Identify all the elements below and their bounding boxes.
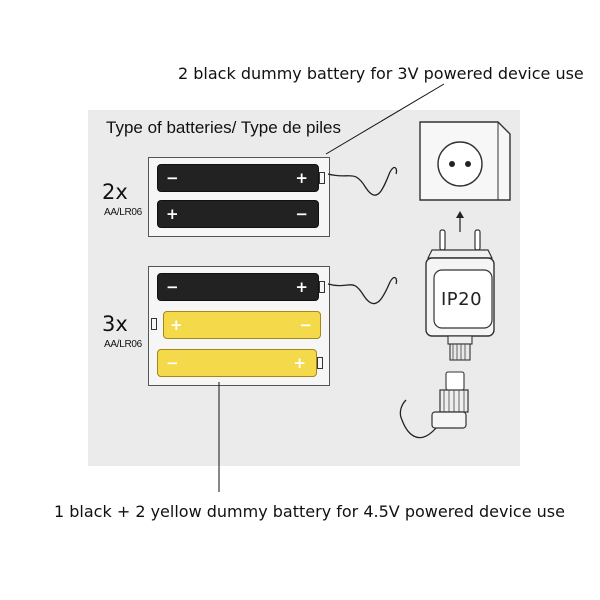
battery-contact	[317, 357, 323, 369]
battery-terminal-minus: −	[295, 205, 308, 223]
battery-contact	[151, 318, 157, 330]
battery-black-1: − +	[157, 273, 319, 301]
battery-terminal-minus: −	[166, 278, 179, 296]
battery-contact	[319, 172, 325, 184]
pack-2x-count: 2x	[102, 180, 128, 204]
top-leader-line	[325, 83, 445, 155]
connector-icon	[399, 343, 471, 439]
battery-yellow-2: − +	[157, 349, 317, 377]
plug-adapter-icon	[425, 229, 495, 345]
panel-heading: Type of batteries/ Type de piles	[106, 118, 341, 137]
pack-3x-cell-type: AA/LR06	[104, 339, 142, 350]
battery-terminal-plus: +	[166, 205, 179, 223]
battery-yellow-1: + −	[163, 311, 321, 339]
wire-2x	[327, 166, 398, 196]
battery-contact	[319, 281, 325, 293]
pack-3x-count: 3x	[102, 312, 128, 336]
battery-black-2: + −	[157, 200, 319, 228]
battery-holder-2x: − + + −	[148, 157, 330, 237]
battery-black-1: − +	[157, 164, 319, 192]
battery-holder-3x: − + + − − +	[148, 266, 330, 386]
wire-3x	[327, 276, 398, 305]
wall-socket-icon	[419, 121, 511, 201]
battery-terminal-plus: +	[293, 354, 306, 372]
pack-2x-cell-type: AA/LR06	[104, 207, 142, 218]
top-annotation: 2 black dummy battery for 3V powered dev…	[178, 64, 584, 83]
battery-terminal-plus: +	[295, 278, 308, 296]
up-arrow-icon	[456, 211, 464, 232]
battery-terminal-plus: +	[295, 169, 308, 187]
bottom-annotation: 1 black + 2 yellow dummy battery for 4.5…	[54, 502, 565, 521]
battery-terminal-plus: +	[170, 316, 183, 334]
ip-rating-label: IP20	[441, 289, 483, 310]
battery-terminal-minus: −	[299, 316, 312, 334]
battery-terminal-minus: −	[166, 354, 179, 372]
battery-terminal-minus: −	[166, 169, 179, 187]
